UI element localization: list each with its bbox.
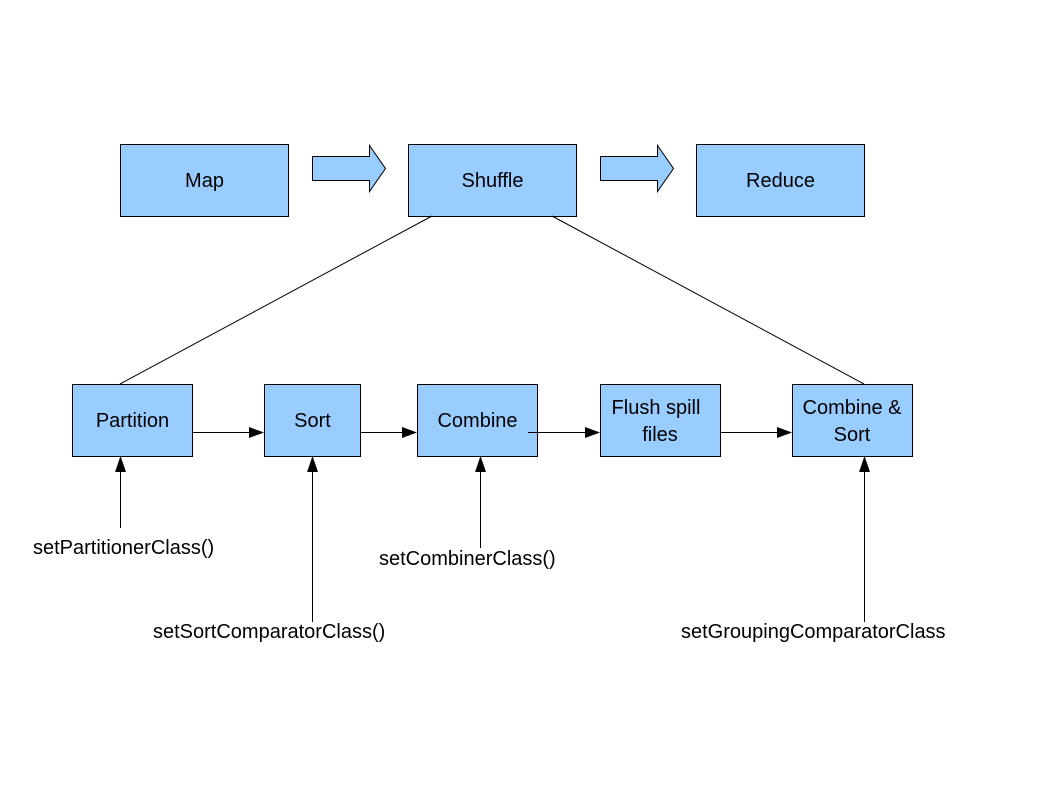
shuffle-expand-right-line xyxy=(551,215,865,385)
partitioner-config-arrow xyxy=(115,456,126,528)
reduce-box: Reduce xyxy=(696,144,865,217)
combine-and-sort-box: Combine & Sort xyxy=(792,384,913,457)
set-partitioner-class-label: setPartitionerClass() xyxy=(33,537,214,559)
shuffle-box: Shuffle xyxy=(408,144,577,217)
combine-label: Combine xyxy=(437,410,517,432)
shuffle-label: Shuffle xyxy=(462,170,524,192)
reduce-label: Reduce xyxy=(746,170,815,192)
partition-label: Partition xyxy=(96,410,169,432)
map-box: Map xyxy=(120,144,289,217)
combine-box: Combine xyxy=(417,384,538,457)
partition-box: Partition xyxy=(72,384,193,457)
map-to-shuffle-arrow xyxy=(312,143,387,194)
flush-to-combine-sort-arrow xyxy=(720,427,792,438)
map-label: Map xyxy=(185,170,224,192)
sort-comparator-config-arrow xyxy=(307,456,318,622)
flush-spill-label-line1: Flush spill xyxy=(612,397,701,419)
sort-label: Sort xyxy=(294,410,331,432)
shuffle-to-reduce-arrow xyxy=(600,143,675,194)
combine-to-flush-arrow xyxy=(528,427,600,438)
combiner-config-arrow xyxy=(475,456,486,548)
set-combiner-class-label: setCombinerClass() xyxy=(379,548,556,570)
grouping-comparator-config-arrow xyxy=(859,456,870,622)
flush-spill-label-line2: files xyxy=(642,424,678,446)
sort-to-combine-arrow xyxy=(360,427,417,438)
partition-to-sort-arrow xyxy=(192,427,264,438)
shuffle-expand-left-line xyxy=(119,215,433,385)
combine-sort-label-line2: Sort xyxy=(834,424,871,446)
set-grouping-comparator-class-label: setGroupingComparatorClass xyxy=(681,621,946,643)
sort-box: Sort xyxy=(264,384,361,457)
flush-spill-files-box: Flush spill files xyxy=(600,384,721,457)
combine-sort-label-line1: Combine & xyxy=(803,397,903,419)
set-sort-comparator-class-label: setSortComparatorClass() xyxy=(153,621,385,643)
